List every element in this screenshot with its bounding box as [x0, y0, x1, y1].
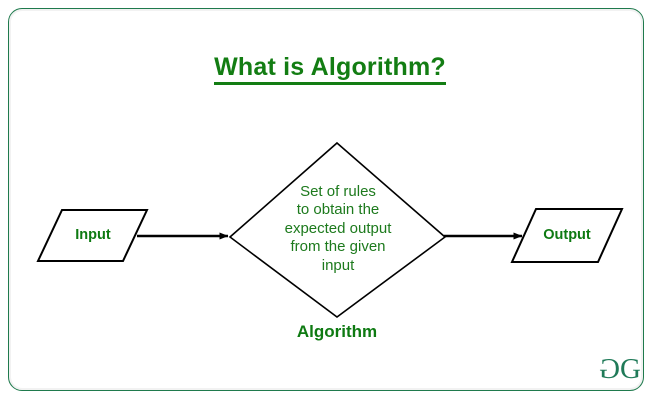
output-node-label: Output	[543, 227, 591, 243]
logo-mark-right: G	[619, 353, 641, 385]
output-node-shape[interactable]	[510, 208, 624, 263]
algorithm-node-caption: Algorithm	[296, 322, 378, 341]
algorithm-node-text: Set of rules to obtain the expected outp…	[252, 183, 424, 275]
algorithm-text-line-3: expected output	[284, 219, 392, 237]
page-title-text: What is Algorithm?	[214, 53, 446, 85]
algorithm-text-line-4: from the given	[290, 238, 386, 256]
algorithm-text-line-5: input	[321, 256, 355, 274]
logo-mark-left: G	[600, 353, 620, 385]
input-node-label: Input	[75, 227, 111, 243]
algorithm-text-line-1: Set of rules	[300, 183, 376, 200]
page-title: What is Algorithm?	[0, 53, 660, 85]
algorithm-text-line-2: to obtain the	[296, 201, 380, 219]
algorithm-node-shape[interactable]	[228, 141, 447, 318]
geeksforgeeks-logo-icon: GG	[600, 352, 646, 386]
input-node-shape[interactable]	[36, 209, 149, 262]
